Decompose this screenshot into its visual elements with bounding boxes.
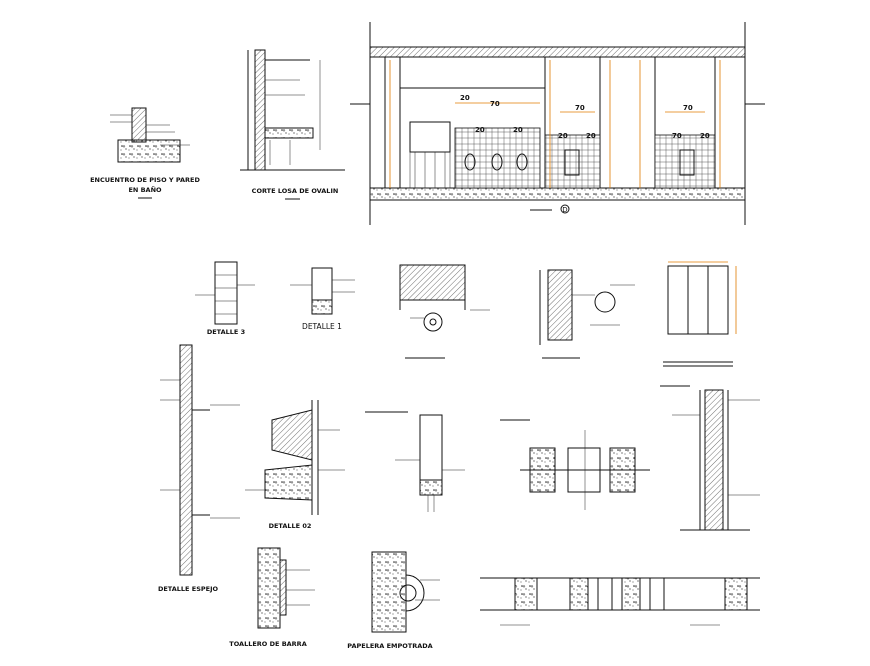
dim-10: 20 — [700, 132, 710, 140]
dim-9: 70 — [672, 132, 682, 140]
recessed-paper-holder-title: PAPELERA EMPOTRADA — [347, 642, 432, 650]
detail-1-title: DETALLE 1 — [302, 322, 342, 331]
partition-elevation-detail — [660, 385, 760, 531]
mirror-detail-title: DETALLE ESPEJO — [158, 585, 219, 593]
dim-8: 70 — [683, 104, 693, 112]
dim-4: 20 — [513, 126, 523, 134]
dim-6: 20 — [558, 132, 568, 140]
detail-3 — [195, 261, 255, 325]
dim-2: 70 — [490, 100, 500, 108]
dim-3: 20 — [475, 126, 485, 134]
dim-5: 70 — [575, 104, 585, 112]
dim-7: 20 — [586, 132, 596, 140]
grab-bar-detail — [399, 264, 490, 359]
towel-rail-title: TOALLERO DE BARRA — [229, 640, 306, 648]
basin-slab-title: CORTE LOSA DE OVALIN — [252, 187, 339, 195]
cubicle-elevation — [663, 261, 737, 367]
bathroom-elevation — [350, 22, 765, 225]
floor-wall-junction-title-2: EN BAÑO — [128, 185, 162, 194]
recessed-paper-holder-detail — [371, 551, 440, 633]
section-marker-letter: D — [562, 206, 567, 214]
basin-slab-section — [240, 49, 345, 171]
detail-02-title: DETALLE 02 — [269, 522, 312, 530]
mirror-detail — [160, 344, 240, 576]
partition-base-detail — [365, 411, 465, 512]
door-plan-detail — [500, 419, 650, 510]
towel-rail-detail — [257, 547, 315, 629]
detail-3-title: DETALLE 3 — [207, 328, 245, 336]
wall-anchor-detail — [539, 269, 635, 359]
detail-1 — [290, 267, 355, 315]
floor-wall-junction-title: ENCUENTRO DE PISO Y PARED — [90, 176, 200, 184]
partition-plan-strip — [480, 577, 760, 626]
section-marker-icon — [560, 204, 570, 214]
detail-02 — [245, 400, 345, 515]
floor-wall-junction-detail — [110, 107, 190, 163]
dim-1: 20 — [460, 94, 470, 102]
